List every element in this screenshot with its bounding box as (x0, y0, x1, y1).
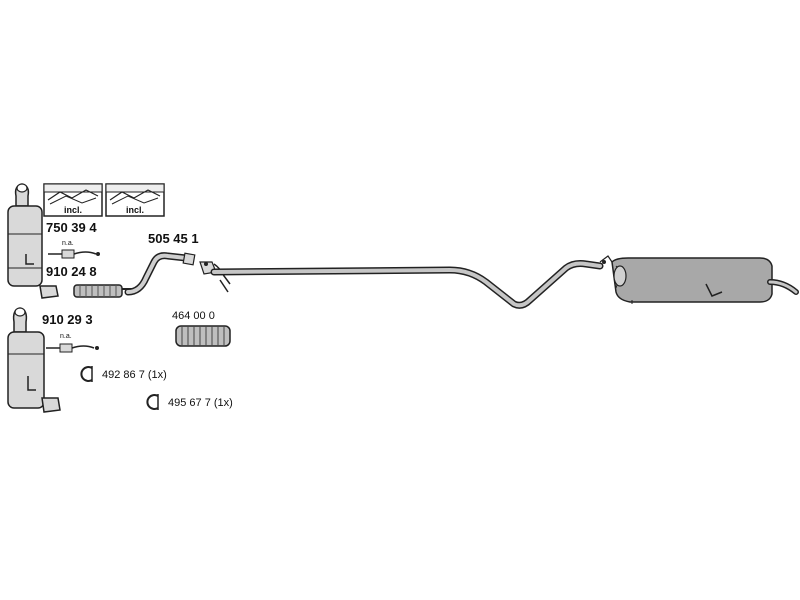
kit-incl-label-1: incl. (64, 205, 82, 215)
clamp-label-495-67-7: 495 67 7 (1x) (168, 397, 233, 409)
part-number-750-39-4: 750 39 4 (46, 220, 97, 235)
catalytic-converter-lower (7, 307, 61, 413)
part-number-505-45-1: 505 45 1 (148, 231, 199, 246)
flex-pipe-910-24-8 (73, 284, 134, 298)
clamp-icon-2 (146, 394, 159, 410)
sensor-na-label-1: n.a. (62, 240, 74, 247)
part-number-464-00-0: 464 00 0 (172, 310, 215, 322)
pipe-connector-hanger (199, 261, 231, 293)
clamp-icon-1 (80, 366, 93, 382)
front-pipe-505-45-1 (124, 252, 196, 296)
mounting-kit-box-2: incl. (105, 183, 165, 217)
kit-incl-label-2: incl. (126, 205, 144, 215)
clamp-label-492-86-7: 492 86 7 (1x) (102, 369, 167, 381)
lambda-sensor-lower (46, 343, 99, 353)
catalytic-converter-upper (7, 183, 59, 299)
mounting-kit-box-1: incl. (43, 183, 103, 217)
sensor-na-label-2: n.a. (60, 333, 72, 340)
lambda-sensor-upper (48, 249, 100, 259)
part-number-910-24-8: 910 24 8 (46, 264, 97, 279)
rear-silencer (599, 255, 799, 304)
flex-pipe-464-00-0 (175, 325, 231, 347)
part-number-910-29-3: 910 29 3 (42, 312, 93, 327)
middle-pipe (210, 260, 604, 309)
